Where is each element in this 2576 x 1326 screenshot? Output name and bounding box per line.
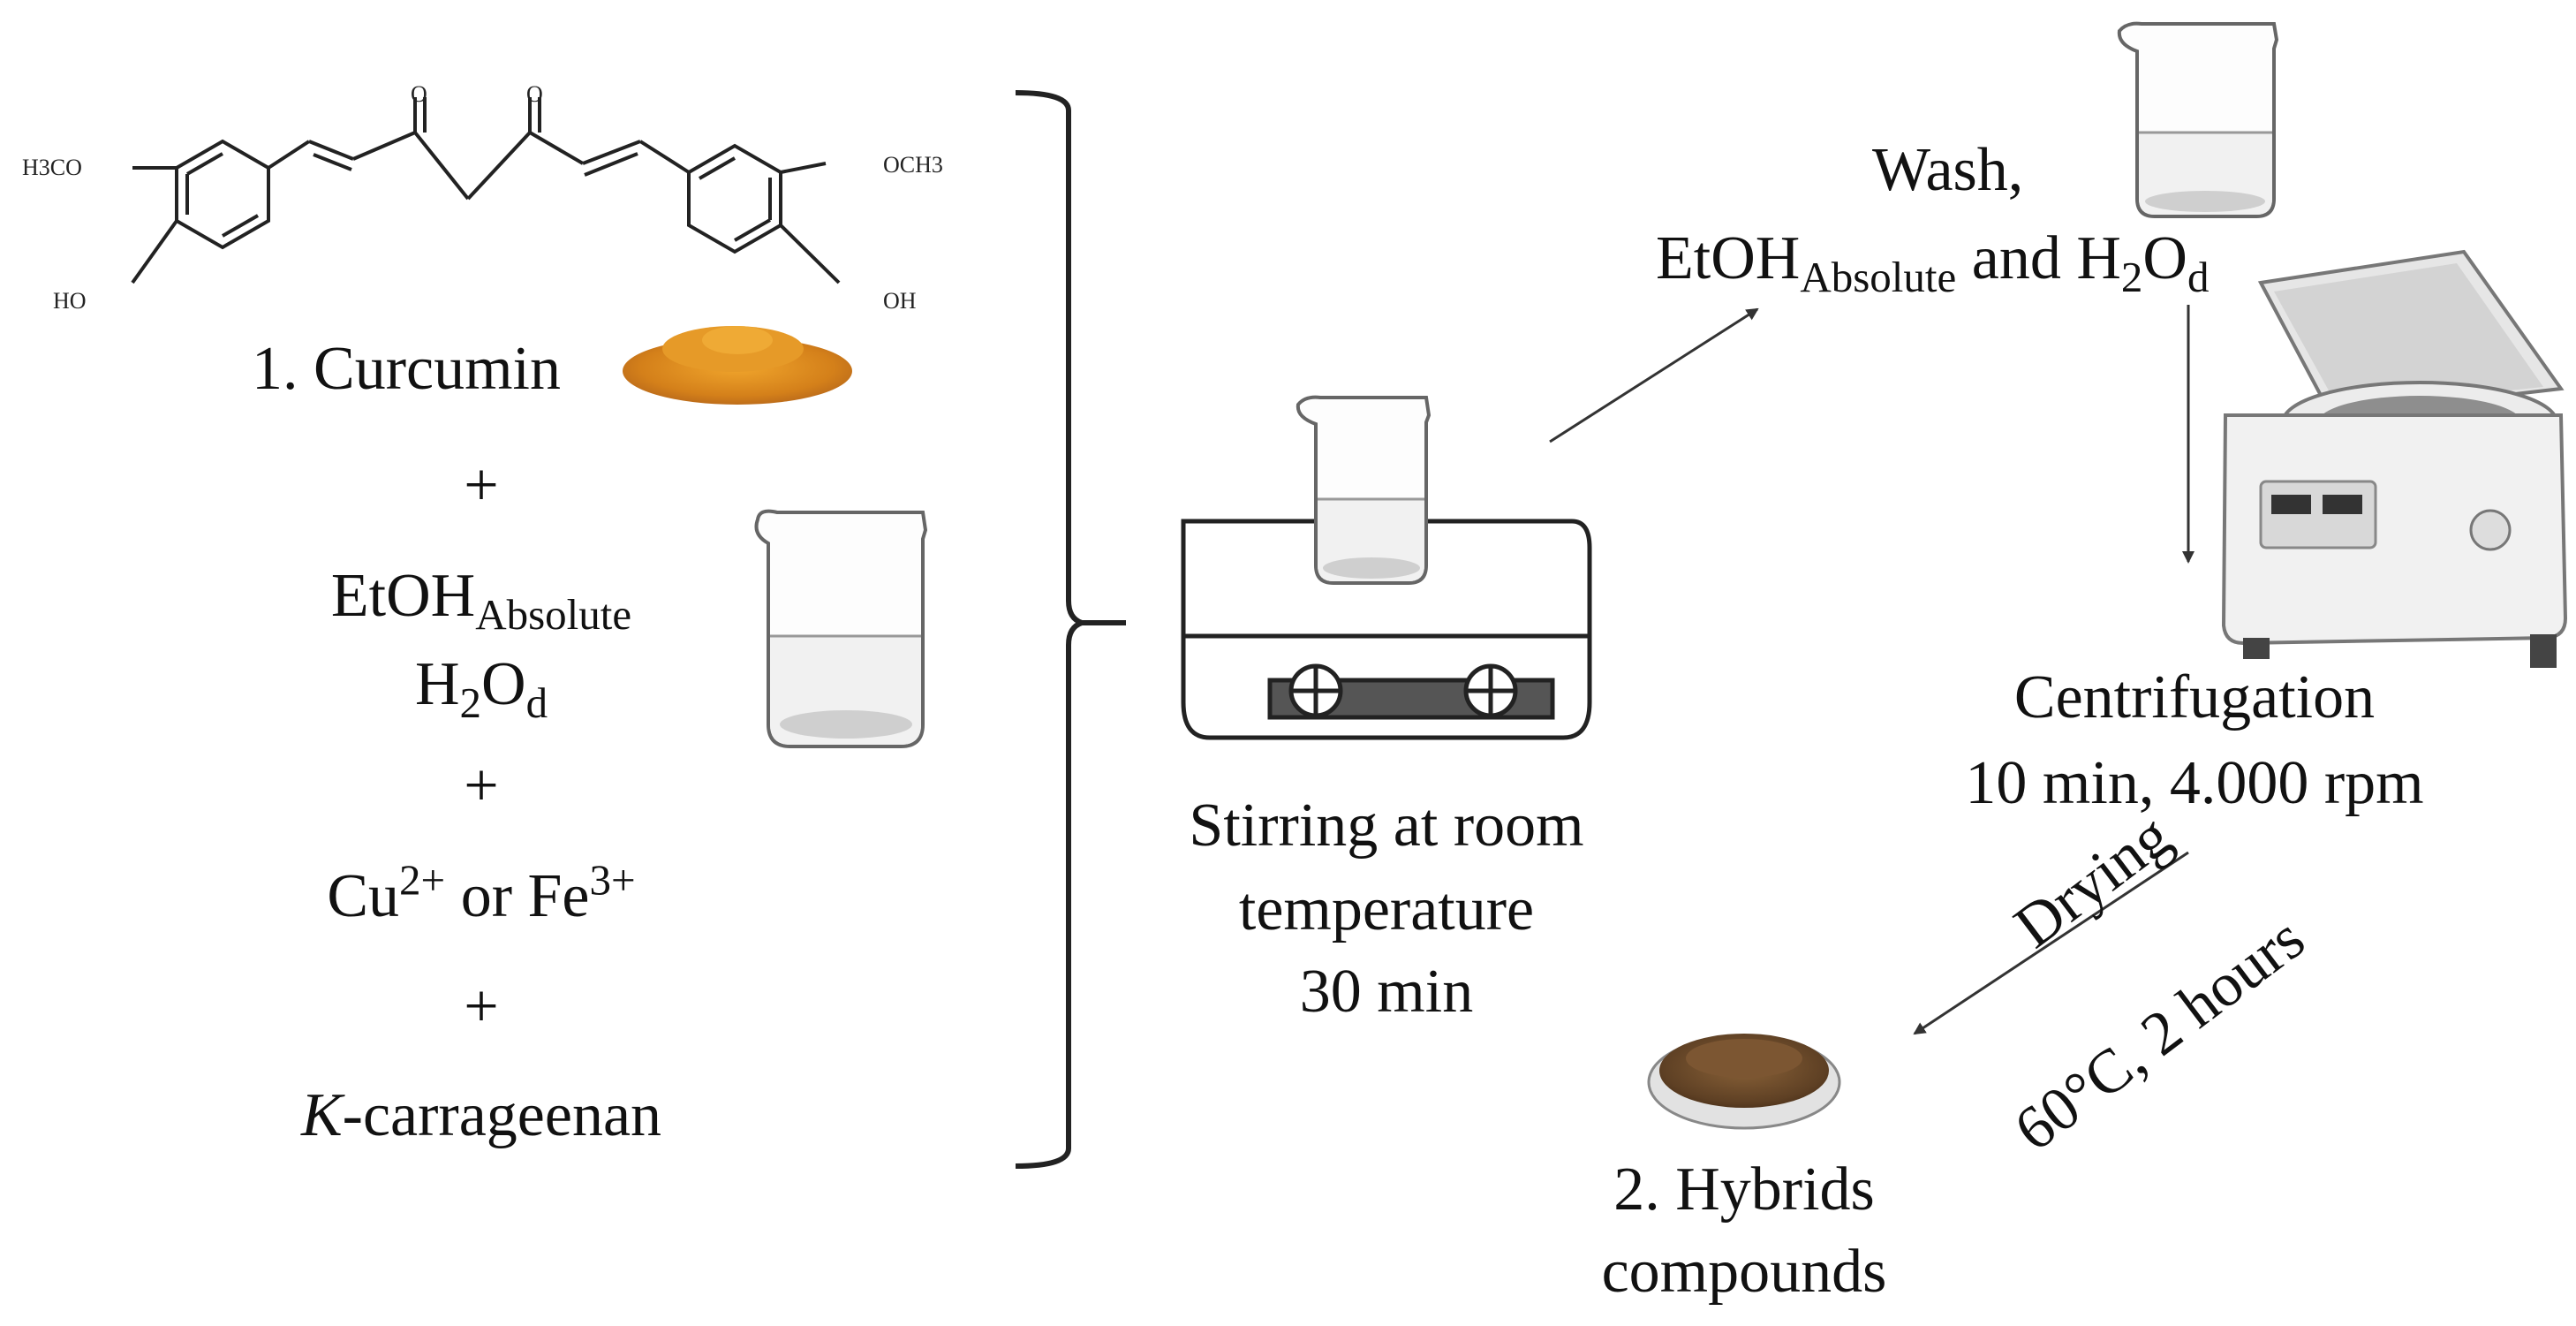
hybrid-petri-dish-icon [1647, 1034, 1841, 1130]
beaker-stirring-icon [1296, 395, 1432, 585]
wash-line2: EtOHAbsolute and H2Od [1656, 224, 2210, 301]
water-distilled: H2Od [414, 650, 548, 727]
metal-ions: Cu2+ or Fe3+ [327, 855, 636, 930]
bracket [1015, 90, 1091, 1169]
etoh-absolute: EtOHAbsolute [330, 562, 632, 639]
wash-line1: Wash, [1872, 136, 2024, 204]
curcumin-powder-image [623, 326, 852, 405]
curcumin-structure [131, 97, 841, 284]
label-o-right: O [526, 81, 543, 107]
beaker-reagents-icon [754, 509, 928, 748]
stirring-line3: 30 min [1299, 958, 1474, 1026]
k-carrageenan: K-carrageenan [300, 1081, 662, 1149]
stirring-line1: Stirring at room [1189, 792, 1584, 860]
plus-3: + [464, 973, 499, 1041]
beaker-wash-icon [2117, 21, 2279, 218]
centrifuge-icon [2221, 249, 2568, 668]
step1-curcumin: 1. Curcumin [252, 335, 561, 403]
centrifugation-line2: 10 min, 4.000 rpm [1965, 749, 2424, 817]
plus-2: + [464, 752, 499, 820]
label-och3: OCH3 [883, 152, 943, 178]
label-ho: HO [53, 288, 87, 314]
centrifugation-line1: Centrifugation [2013, 663, 2376, 731]
label-oh: OH [883, 288, 917, 314]
label-h3co: H3CO [22, 155, 82, 180]
arrow-to-drying [1913, 851, 2189, 1035]
label-o-left: O [411, 81, 427, 107]
hybrids-line1: 2. Hybrids [1613, 1156, 1875, 1224]
magnetic-stirrer-icon [1181, 519, 1592, 740]
plus-1: + [464, 451, 499, 519]
hybrids-line2: compounds [1601, 1238, 1887, 1306]
stirring-line2: temperature [1238, 875, 1535, 943]
arrow-to-wash [1549, 307, 1759, 443]
